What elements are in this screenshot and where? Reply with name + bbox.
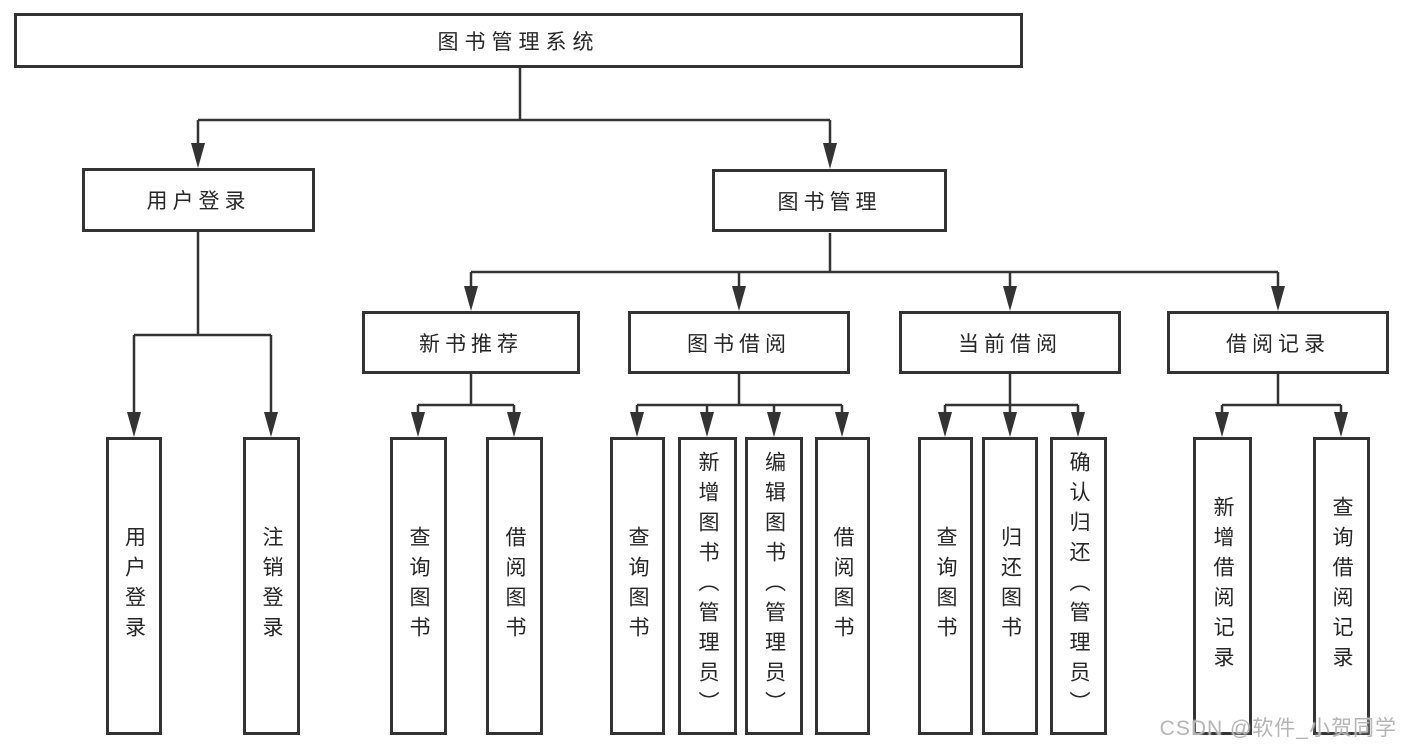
node-borrowing-records: 借阅记录 bbox=[1167, 311, 1389, 374]
arrowhead bbox=[411, 412, 425, 437]
leaf-logout-label: 注销登录 bbox=[260, 526, 283, 646]
csdn-watermark: CSDN @软件_小贺同学 bbox=[1159, 717, 1397, 740]
leaf-add-borrow-record: 新增借阅记录 bbox=[1193, 437, 1252, 735]
leaf-add-borrow-record-label: 新增借阅记录 bbox=[1211, 496, 1234, 676]
node-user-login: 用户登录 bbox=[82, 168, 315, 232]
node-root-library-management-system: 图书管理系统 bbox=[14, 13, 1023, 68]
arrowhead bbox=[1215, 412, 1229, 437]
arrowhead bbox=[1271, 286, 1285, 311]
leaf-rec-query-books: 查询图书 bbox=[390, 437, 447, 735]
arrowhead bbox=[823, 143, 837, 169]
leaf-query-borrow-record: 查询借阅记录 bbox=[1313, 437, 1370, 735]
leaf-rec-query-books-label: 查询图书 bbox=[407, 526, 430, 646]
arrowhead bbox=[630, 412, 644, 437]
node-book-borrowing: 图书借阅 bbox=[628, 311, 850, 374]
arrowhead bbox=[938, 412, 952, 437]
leaf-return-books: 归还图书 bbox=[982, 437, 1038, 735]
connector-arrowheads bbox=[127, 143, 1348, 437]
arrowhead bbox=[464, 286, 478, 311]
leaf-rec-borrow-books-label: 借阅图书 bbox=[503, 526, 526, 646]
arrowhead bbox=[835, 412, 849, 437]
leaf-edit-books-admin-label: 编辑图书（管理员） bbox=[762, 451, 786, 721]
arrowhead bbox=[507, 412, 521, 437]
arrowhead bbox=[732, 286, 746, 311]
leaf-user-login-label: 用户登录 bbox=[122, 526, 146, 646]
leaf-rec-borrow-books: 借阅图书 bbox=[486, 437, 543, 735]
connector-lines-group bbox=[132, 68, 1343, 412]
arrowhead bbox=[700, 412, 714, 437]
node-current-borrowing: 当前借阅 bbox=[899, 311, 1121, 374]
leaf-add-books-admin-label: 新增图书（管理员） bbox=[696, 451, 719, 721]
leaf-current-query-books: 查询图书 bbox=[918, 437, 973, 735]
leaf-confirm-return-admin-label: 确认归还（管理员） bbox=[1067, 451, 1090, 721]
arrowhead bbox=[1003, 286, 1017, 311]
leaf-edit-books-admin: 编辑图书（管理员） bbox=[745, 437, 803, 735]
leaf-return-books-label: 归还图书 bbox=[998, 526, 1022, 646]
connector-segments bbox=[132, 68, 1343, 412]
arrowhead bbox=[1071, 412, 1085, 437]
arrowhead bbox=[191, 143, 205, 168]
leaf-query-borrow-record-label: 查询借阅记录 bbox=[1330, 496, 1353, 676]
arrowhead bbox=[264, 412, 278, 437]
leaf-logout: 注销登录 bbox=[243, 437, 300, 735]
leaf-current-query-books-label: 查询图书 bbox=[934, 526, 957, 646]
arrowhead bbox=[1003, 412, 1017, 437]
leaf-add-books-admin: 新增图书（管理员） bbox=[678, 437, 737, 735]
arrowhead bbox=[767, 412, 781, 437]
leaf-borrow-books-label: 借阅图书 bbox=[831, 526, 854, 646]
leaf-confirm-return-admin: 确认归还（管理员） bbox=[1050, 437, 1107, 735]
arrowhead bbox=[127, 412, 141, 437]
leaf-borrow-books: 借阅图书 bbox=[815, 437, 870, 735]
leaf-borrow-query-books-label: 查询图书 bbox=[626, 526, 649, 646]
leaf-user-login: 用户登录 bbox=[106, 437, 162, 735]
arrowhead bbox=[1334, 412, 1348, 437]
node-book-management: 图书管理 bbox=[712, 169, 947, 232]
leaf-borrow-query-books: 查询图书 bbox=[610, 437, 665, 735]
node-new-book-recommendation: 新书推荐 bbox=[362, 311, 580, 374]
